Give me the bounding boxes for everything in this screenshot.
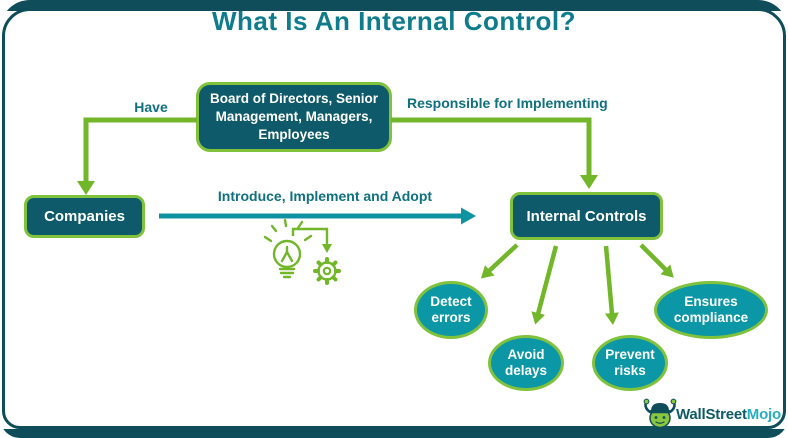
outcome-label-line: delays xyxy=(504,363,548,378)
outcome-label-line: risks xyxy=(614,363,646,378)
outer-frame-border xyxy=(2,8,786,429)
logo-text-wallstreet: WallStreet xyxy=(676,406,747,423)
edge-label-introduce: Introduce, Implement and Adopt xyxy=(217,188,433,204)
node-board-of-directors: Board of Directors, Senior Management, M… xyxy=(196,82,392,152)
outcome-label-line: errors xyxy=(431,310,471,325)
page-title: What Is An Internal Control? xyxy=(211,6,577,36)
node-companies-label: Companies xyxy=(44,208,125,225)
wallstreetmojo-logo: WallStreetMojo xyxy=(676,406,781,423)
bottom-frame-bar xyxy=(0,429,788,438)
outcome-label-line: Avoid xyxy=(507,347,545,362)
outcome-label-line: compliance xyxy=(673,310,749,325)
top-frame-bar xyxy=(0,0,788,11)
outcome-detect-errors: Detect errors xyxy=(414,281,488,339)
edge-label-have: Have xyxy=(134,99,168,115)
outcome-label-line: Detect xyxy=(430,294,472,309)
outcome-avoid-delays: Avoid delays xyxy=(488,335,564,391)
outcome-ensures-compliance: Ensures compliance xyxy=(654,281,768,339)
node-companies: Companies xyxy=(24,195,145,238)
logo-text-mojo: Mojo xyxy=(746,406,781,423)
node-internal-controls-label: Internal Controls xyxy=(526,207,647,225)
outcome-label-line: Prevent xyxy=(605,347,655,362)
node-board-label: Board of Directors, Senior Management, M… xyxy=(209,91,379,142)
wallstreetmojo-mascot-icon xyxy=(643,398,677,433)
outcome-label-line: Ensures xyxy=(684,294,738,309)
outcome-prevent-risks: Prevent risks xyxy=(592,335,668,391)
edge-label-responsible: Responsible for Implementing xyxy=(407,95,608,111)
node-internal-controls: Internal Controls xyxy=(510,192,663,240)
